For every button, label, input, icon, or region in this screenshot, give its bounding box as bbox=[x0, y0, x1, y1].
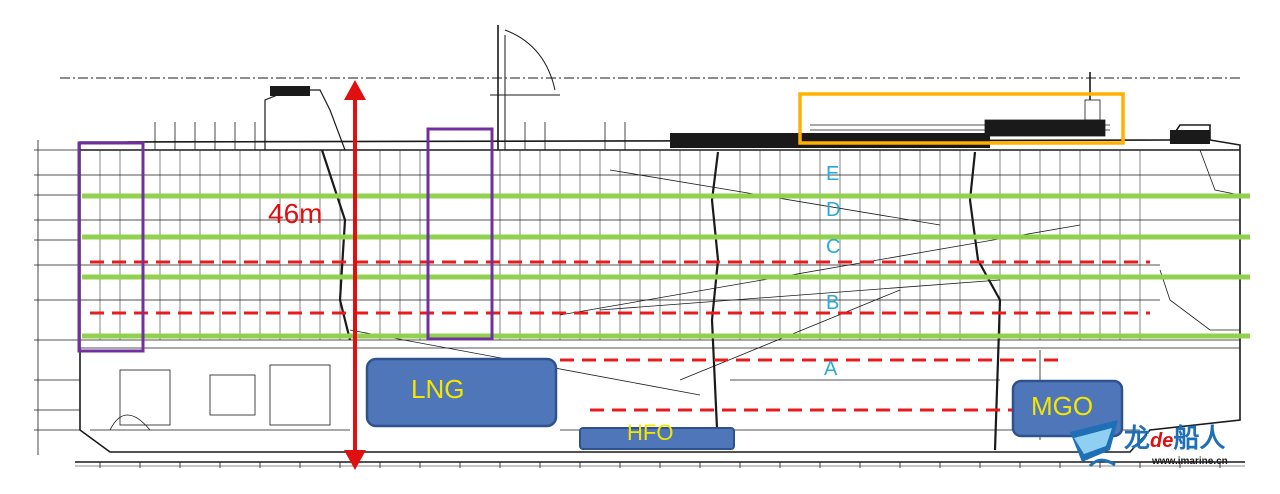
deck-label-e: E bbox=[826, 163, 839, 185]
lng-tank-label: LNG bbox=[411, 374, 464, 404]
mid-ramp-box bbox=[426, 127, 494, 341]
deck-label-c: C bbox=[826, 236, 840, 258]
watermark-brand-suffix: 船人 bbox=[1173, 423, 1225, 453]
upper-deck-box bbox=[798, 92, 1125, 145]
deck-label-a: A bbox=[824, 358, 838, 380]
watermark-brand-de: de bbox=[1150, 430, 1173, 452]
deck-lines bbox=[82, 193, 1250, 339]
watermark-url: www.imarine.cn bbox=[1151, 456, 1228, 467]
deck-label-b: B bbox=[826, 292, 839, 314]
hoistable-deck-lines bbox=[90, 260, 1150, 412]
watermark-brand-prefix: 龙 bbox=[1124, 423, 1150, 453]
lng-tank: LNG bbox=[365, 357, 558, 428]
height-dimension-label: 46m bbox=[268, 198, 322, 229]
hfo-tank-label: HFO bbox=[627, 420, 673, 445]
hfo-tank: HFO bbox=[579, 420, 735, 450]
deck-label-d: D bbox=[826, 199, 840, 221]
upper-deck-contents bbox=[810, 99, 1110, 137]
watermark: 龙de船人 www.imarine.cn bbox=[1070, 420, 1228, 468]
aft-ramp-box bbox=[77, 141, 145, 353]
svg-text:龙de船人: 龙de船人 bbox=[1124, 423, 1225, 453]
mgo-tank: MGO bbox=[1011, 379, 1124, 438]
height-dimension-arrow bbox=[344, 80, 366, 470]
ship-profile-drawing bbox=[34, 25, 1245, 468]
mgo-tank-label: MGO bbox=[1031, 391, 1093, 421]
watermark-ship-logo-icon bbox=[1070, 420, 1118, 468]
